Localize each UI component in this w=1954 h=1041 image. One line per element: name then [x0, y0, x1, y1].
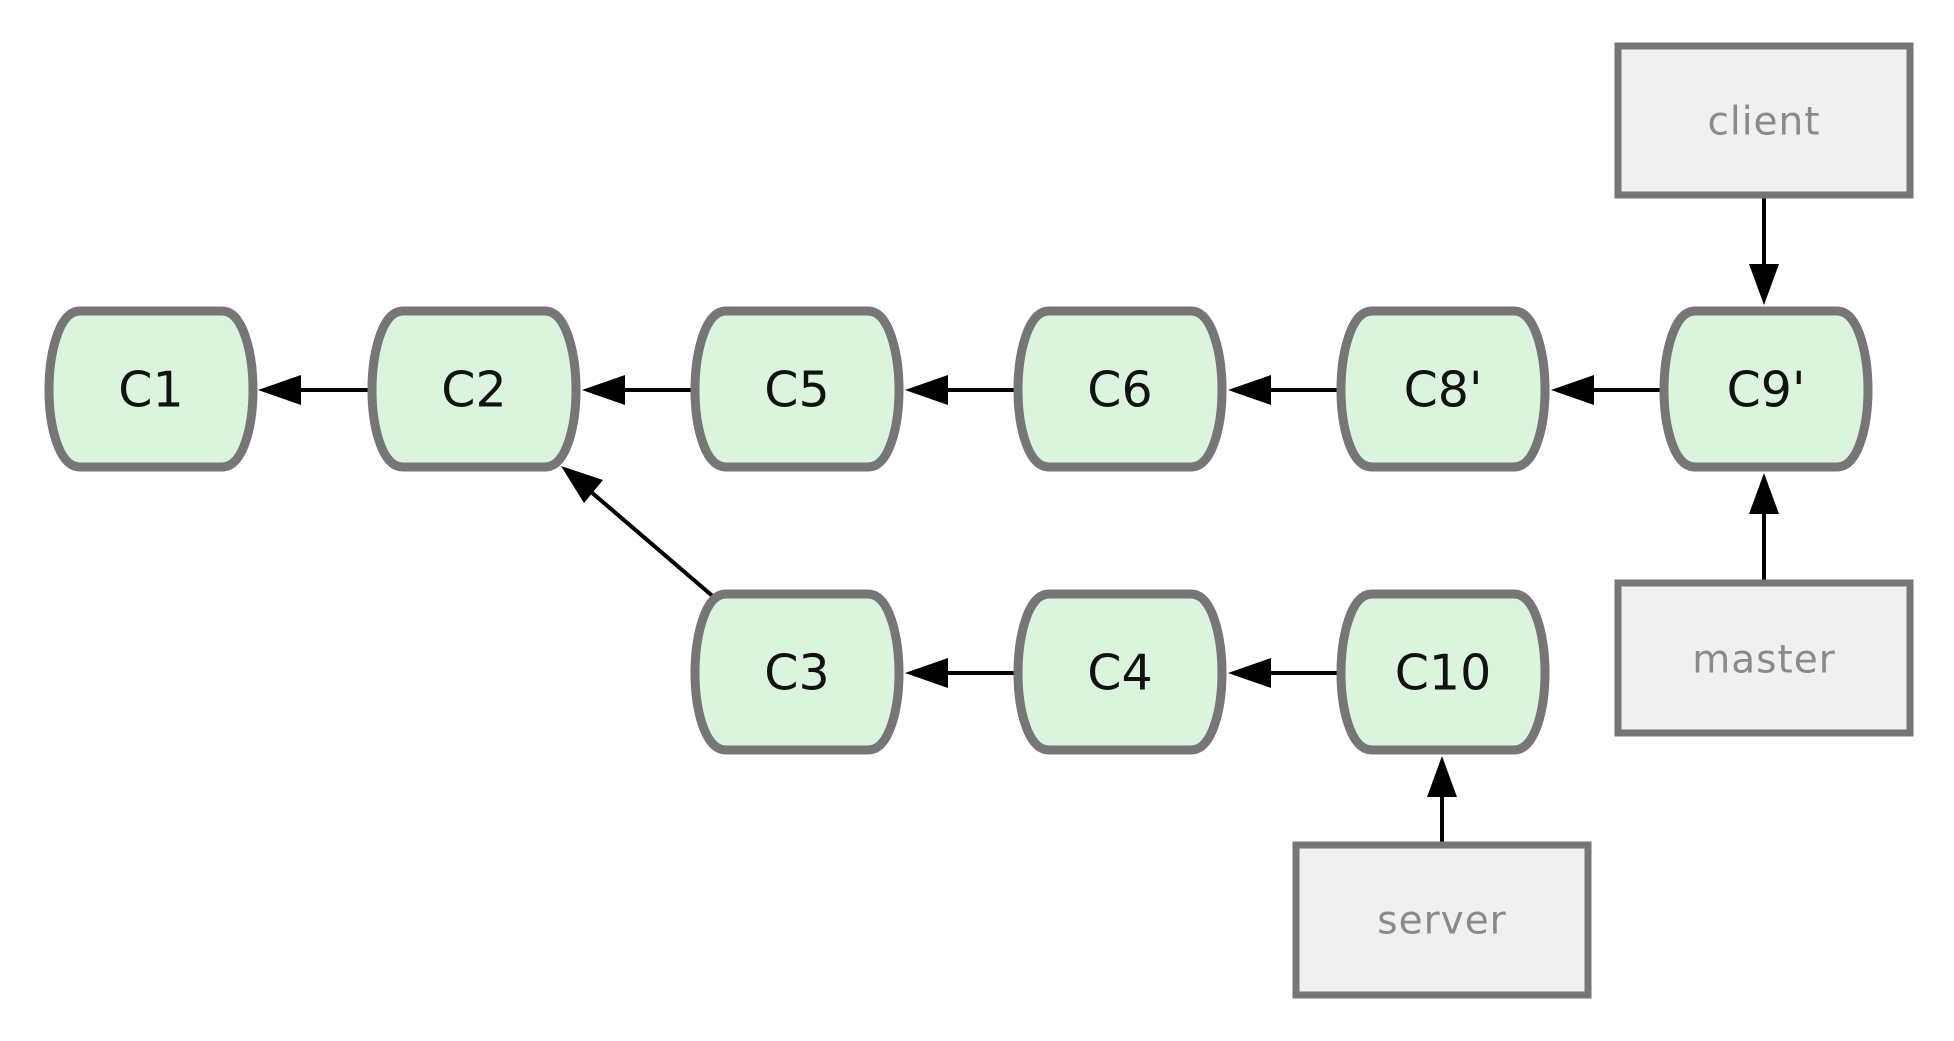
commit-node: C3 — [690, 589, 904, 755]
edge-c3-to-c2 — [561, 466, 718, 601]
commit-node: C10 — [1336, 589, 1550, 755]
edge-c6-to-c5 — [905, 375, 1016, 405]
branch-label: master — [1692, 638, 1836, 683]
commit-node: C2 — [367, 306, 581, 472]
edge-c10-to-c4 — [1228, 658, 1339, 688]
commit-node: C4 — [1013, 589, 1227, 755]
commit-node: C5 — [690, 306, 904, 472]
commit-node: C1 — [44, 306, 258, 472]
commit-label: C8' — [1404, 362, 1483, 419]
commit-label: C5 — [764, 362, 829, 419]
edge-c2-to-c1 — [258, 375, 370, 405]
client-pointer-arrow — [1749, 196, 1779, 305]
commit-label: C4 — [1087, 645, 1152, 702]
commit-label: C9' — [1727, 362, 1806, 419]
branch-server: server — [1292, 841, 1592, 999]
branch-label: client — [1707, 100, 1820, 145]
edge-c5-to-c2 — [582, 375, 693, 405]
commit-label: C10 — [1395, 645, 1492, 702]
commit-node: C9' — [1659, 306, 1873, 472]
commit-label: C1 — [118, 362, 183, 419]
branch-pointers — [1427, 196, 1779, 845]
commit-label: C6 — [1087, 362, 1152, 419]
commit-label: C2 — [441, 362, 506, 419]
master-pointer-arrow — [1749, 473, 1779, 582]
branch-label: server — [1377, 899, 1506, 944]
branch-client: client — [1614, 42, 1914, 199]
edge-c8p-to-c6 — [1228, 375, 1339, 405]
commit-node: C6 — [1013, 306, 1227, 472]
commit-label: C3 — [764, 645, 829, 702]
server-pointer-arrow — [1427, 756, 1457, 845]
edge-c9p-to-c8p — [1551, 375, 1662, 405]
parent-links — [258, 375, 1662, 688]
edge-c4-to-c3 — [905, 658, 1016, 688]
branch-master: master — [1614, 579, 1914, 737]
commit-node: C8' — [1336, 306, 1550, 472]
